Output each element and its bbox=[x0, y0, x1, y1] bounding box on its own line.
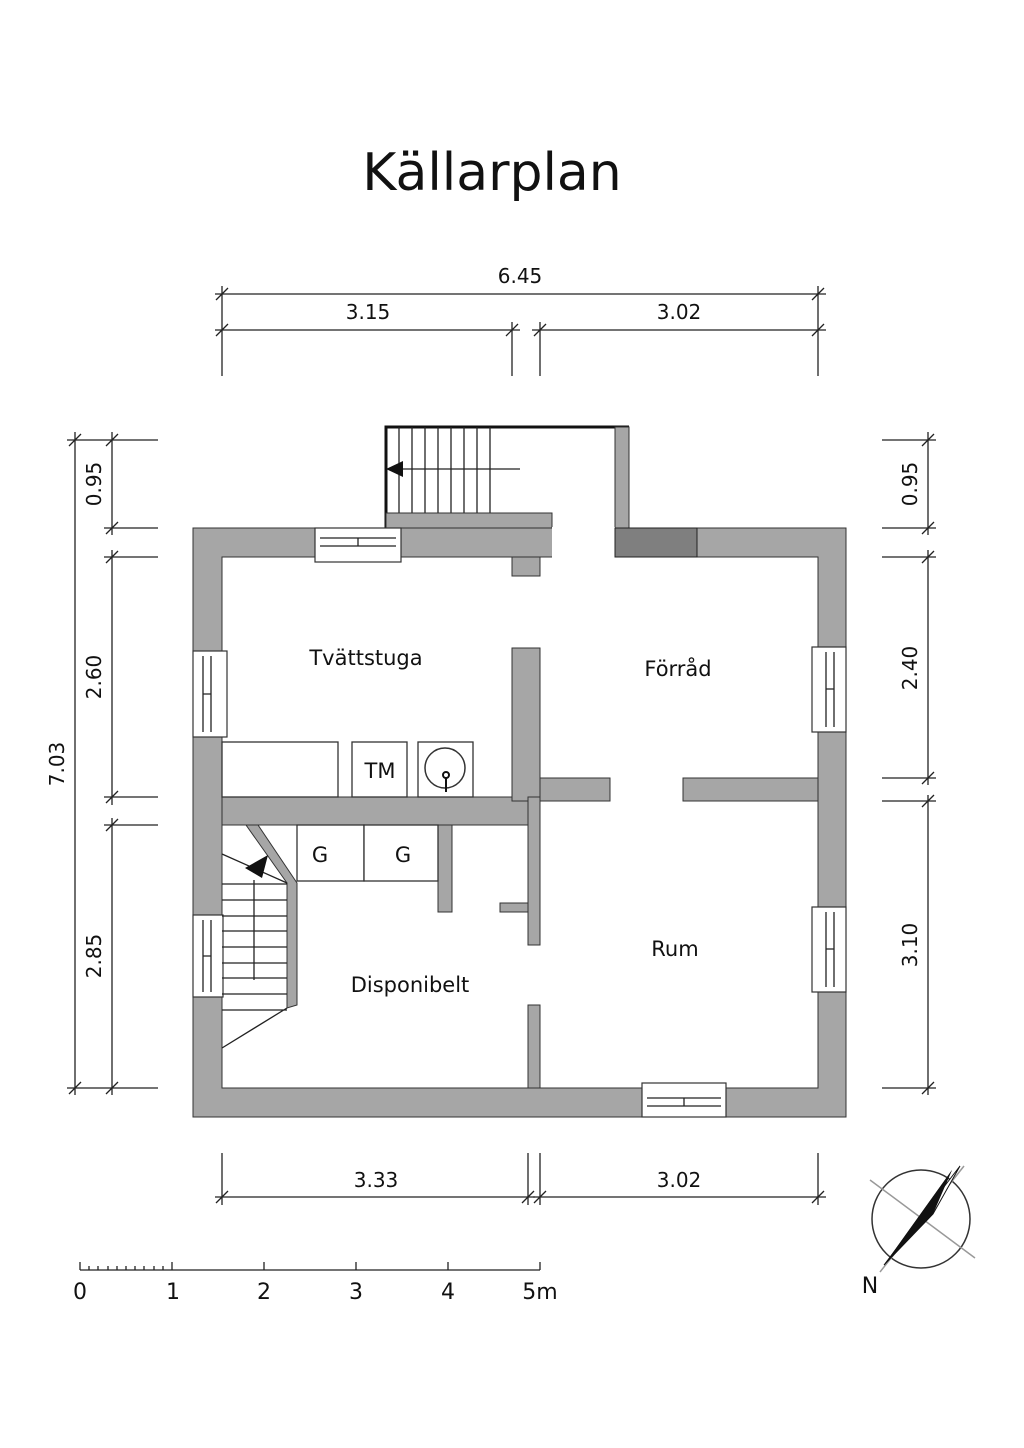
top-dimensions: 6.45 3.15 3.02 bbox=[215, 264, 826, 376]
right-dimensions: 0.95 2.40 3.10 bbox=[882, 432, 936, 1095]
dim-left-total: 7.03 bbox=[45, 742, 69, 787]
scale-label-1: 1 bbox=[166, 1280, 180, 1305]
windows bbox=[192, 527, 847, 1118]
closet-2 bbox=[363, 824, 439, 882]
plan-title: Källarplan bbox=[362, 143, 621, 203]
stair-arrow-icon bbox=[245, 855, 268, 878]
counter bbox=[221, 741, 339, 798]
basement-stair bbox=[221, 853, 288, 1049]
scale-label-5: 5m bbox=[522, 1280, 557, 1305]
bottom-dimensions: 3.33 3.02 bbox=[215, 1153, 826, 1205]
dryer bbox=[351, 741, 408, 798]
dim-bottom-right: 3.02 bbox=[657, 1168, 702, 1192]
dim-right-bottom: 3.10 bbox=[898, 923, 922, 968]
dim-top-total: 6.45 bbox=[498, 264, 543, 288]
left-dimensions: 0.95 2.60 2.85 7.03 bbox=[45, 432, 158, 1095]
closet-1 bbox=[296, 824, 365, 882]
dim-left-top: 0.95 bbox=[82, 462, 106, 507]
scale-label-4: 4 bbox=[441, 1280, 455, 1305]
dim-bottom-left: 3.33 bbox=[354, 1168, 399, 1192]
walls bbox=[192, 527, 847, 1118]
fixtures: TM G G bbox=[221, 741, 474, 882]
dim-left-bottom: 2.85 bbox=[82, 934, 106, 979]
scale-label-0: 0 bbox=[73, 1280, 87, 1305]
stair-arrow-icon bbox=[386, 461, 403, 477]
room-label-available: Disponibelt bbox=[351, 973, 470, 997]
dim-right-top: 0.95 bbox=[898, 462, 922, 507]
compass-north-label: N bbox=[862, 1274, 878, 1299]
scale-label-2: 2 bbox=[257, 1280, 271, 1305]
closet-1-label: G bbox=[312, 843, 328, 867]
scale-bar: 0 1 2 3 4 5m bbox=[73, 1262, 558, 1305]
entrance-stair bbox=[384, 425, 630, 529]
window-left-lower bbox=[192, 914, 224, 998]
compass-icon: N bbox=[862, 1165, 976, 1299]
dryer-label: TM bbox=[364, 759, 396, 783]
scale-label-3: 3 bbox=[349, 1280, 363, 1305]
room-label-room: Rum bbox=[651, 937, 698, 961]
closet-2-label: G bbox=[395, 843, 411, 867]
room-label-storage: Förråd bbox=[644, 656, 711, 681]
dim-left-mid: 2.60 bbox=[82, 655, 106, 700]
room-label-laundry: Tvättstuga bbox=[308, 646, 422, 670]
dim-top-left: 3.15 bbox=[346, 300, 391, 324]
dim-top-right: 3.02 bbox=[657, 300, 702, 324]
dim-right-mid: 2.40 bbox=[898, 646, 922, 691]
